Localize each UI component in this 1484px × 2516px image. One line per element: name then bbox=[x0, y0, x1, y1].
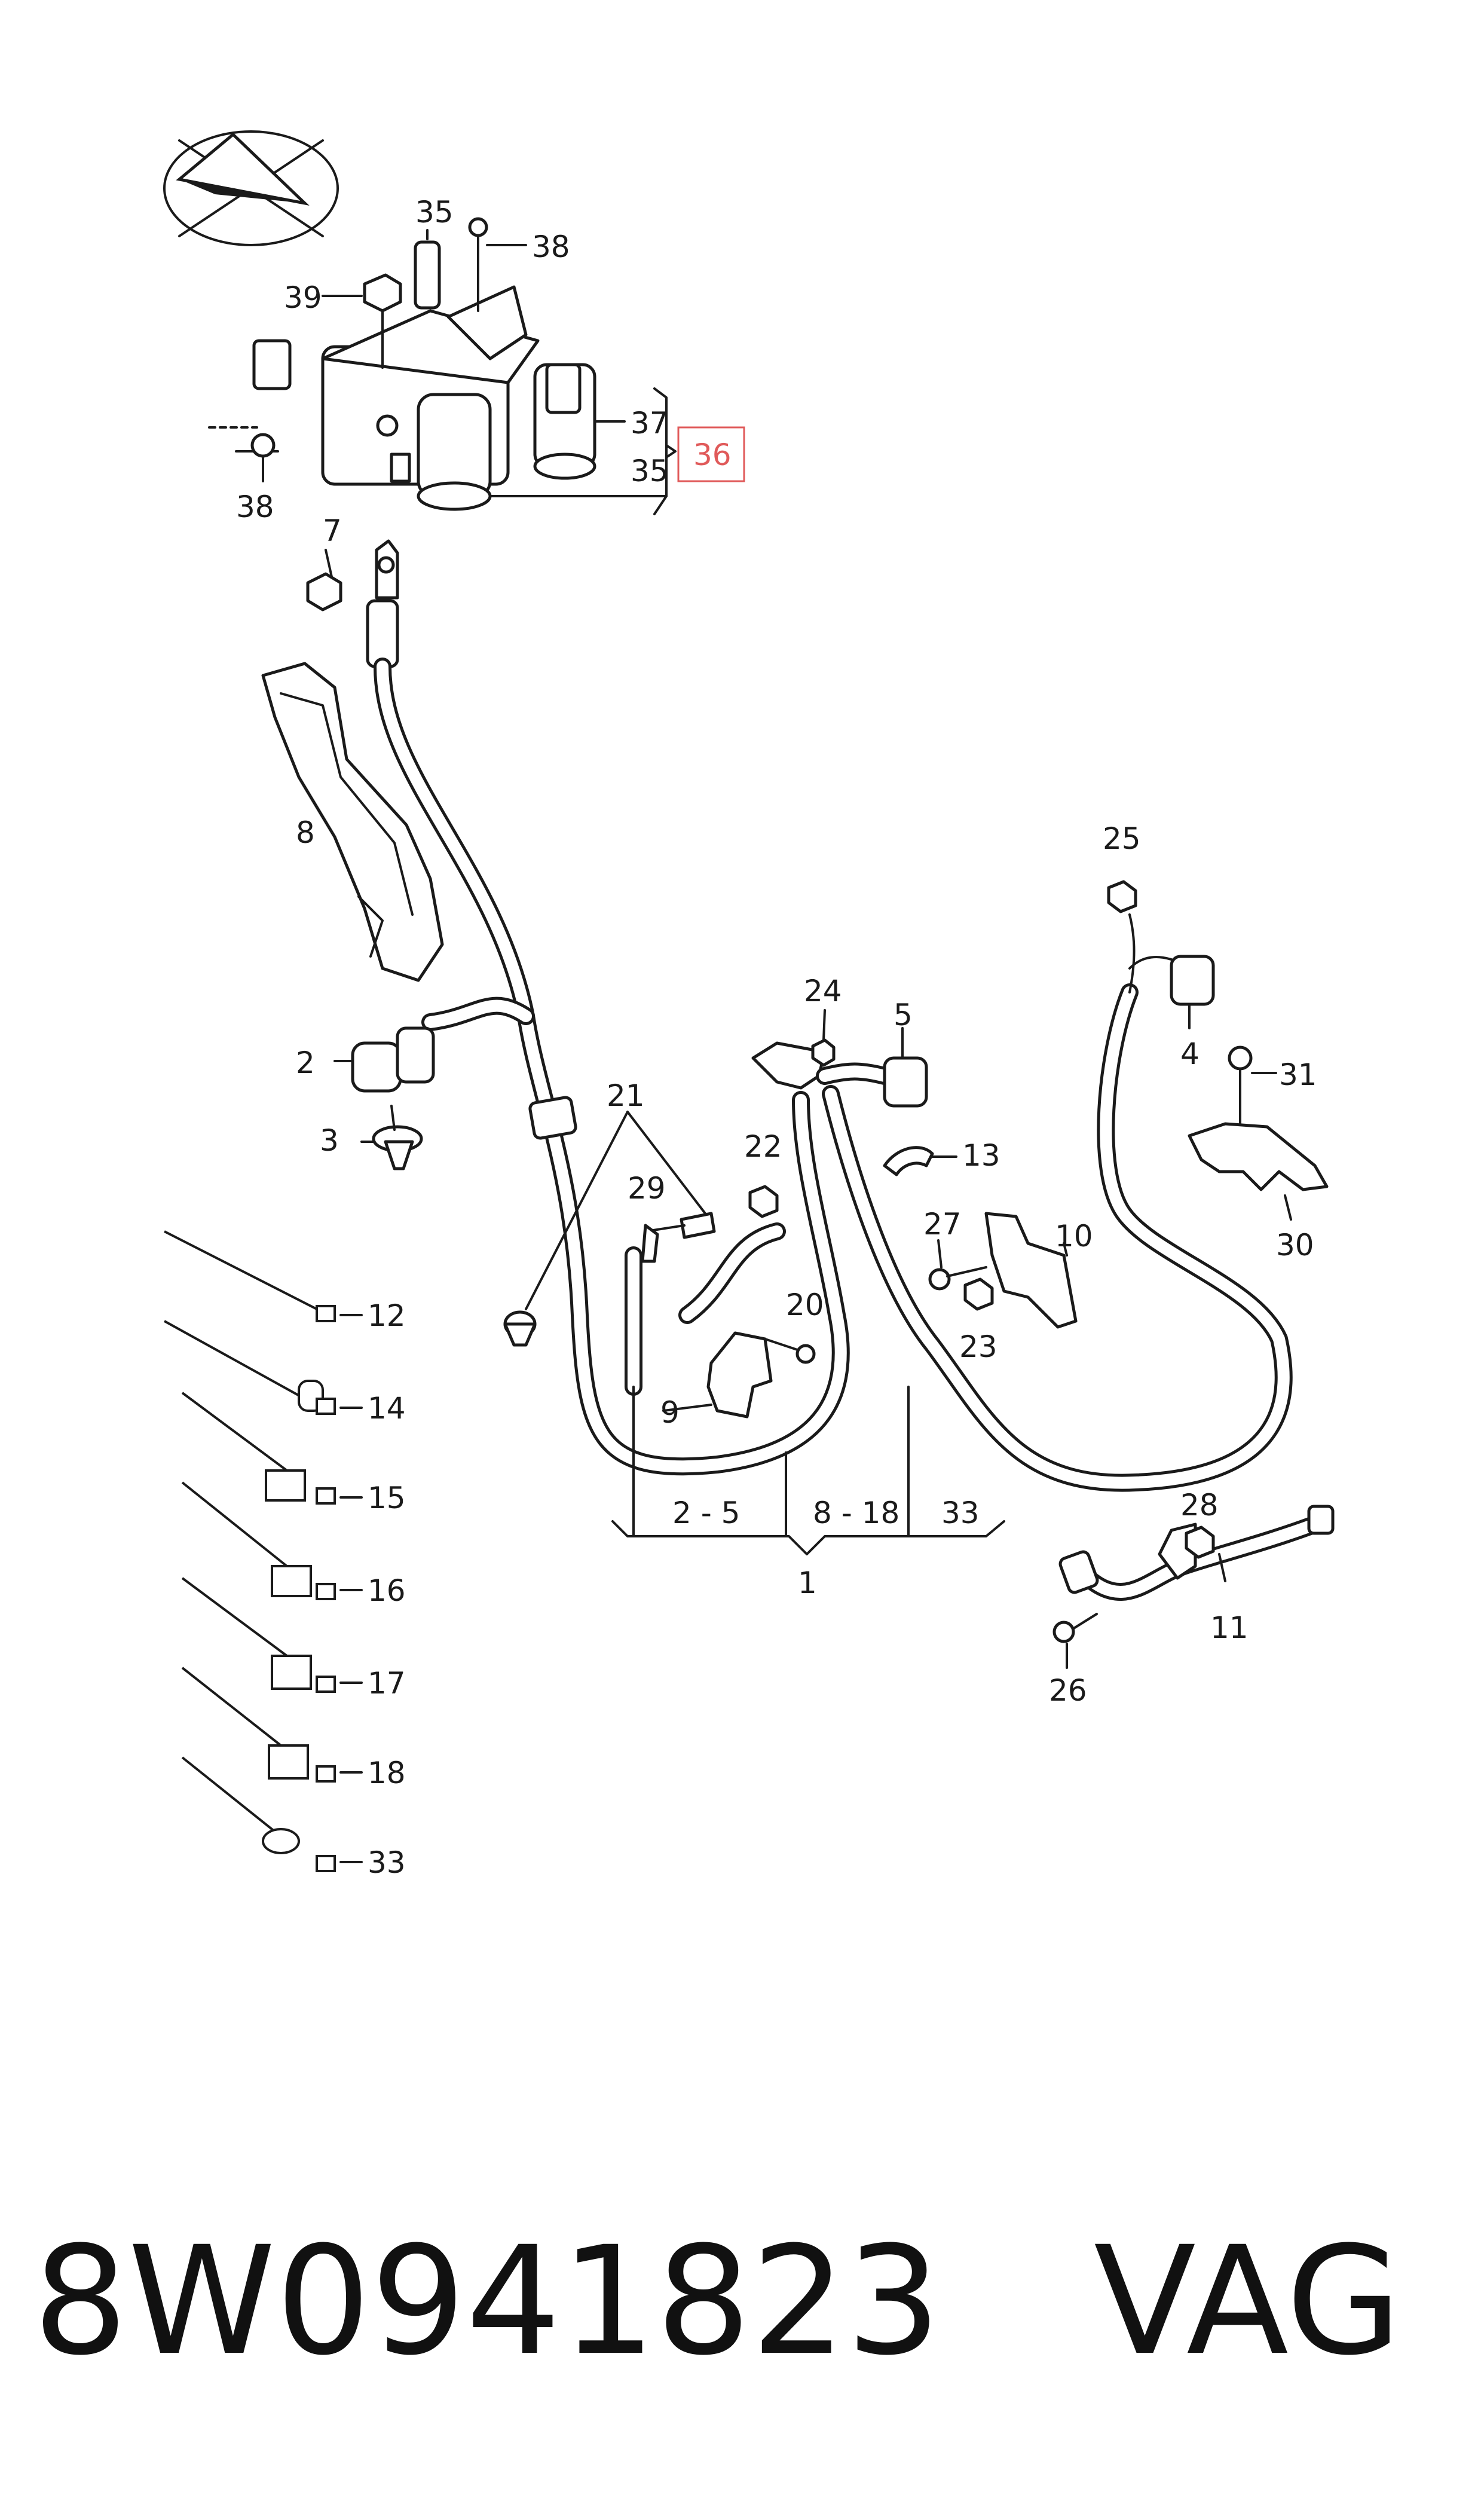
label-38-left: 38 bbox=[236, 490, 274, 524]
cable-tie-12 bbox=[164, 1230, 363, 1322]
range-bracket-1 bbox=[611, 1386, 1005, 1555]
label-35-right: 35 bbox=[631, 454, 669, 488]
label-14: 14 bbox=[368, 1391, 406, 1426]
label-4: 4 bbox=[1180, 1037, 1200, 1071]
terminal-29 bbox=[624, 1222, 786, 1396]
label-37: 37 bbox=[631, 406, 669, 441]
bracket-24 bbox=[751, 1009, 836, 1090]
fuse-holder-assembly bbox=[208, 217, 596, 511]
label-8: 8 bbox=[296, 815, 315, 850]
label-5: 5 bbox=[894, 998, 913, 1032]
part-number: 8W0941823 bbox=[33, 2214, 941, 2388]
bolt-31 bbox=[1228, 1045, 1277, 1125]
main-battery-cable bbox=[374, 658, 850, 1476]
cable-tie-18 bbox=[181, 1667, 363, 1783]
label-13: 13 bbox=[962, 1138, 1000, 1173]
cable-tie-17 bbox=[181, 1577, 363, 1693]
label-3: 3 bbox=[320, 1123, 339, 1158]
leader-lines-top bbox=[322, 229, 677, 515]
label-16: 16 bbox=[368, 1573, 406, 1608]
label-36: 36 bbox=[693, 438, 732, 472]
label-range-2-5: 2 - 5 bbox=[672, 1496, 740, 1530]
bracket-9 bbox=[706, 1331, 773, 1419]
bolt-27 bbox=[928, 1239, 987, 1291]
label-range-8-18: 8 - 18 bbox=[813, 1496, 899, 1530]
label-33-tie: 33 bbox=[368, 1845, 406, 1880]
label-27: 27 bbox=[923, 1207, 962, 1242]
label-26: 26 bbox=[1049, 1673, 1087, 1708]
clip-3 bbox=[360, 1105, 423, 1170]
part-labels: 35 38 39 38 37 35 36 7 8 2 3 21 29 22 24… bbox=[236, 195, 1317, 1880]
label-15: 15 bbox=[368, 1481, 406, 1515]
bolt-26 bbox=[1052, 1613, 1098, 1669]
label-7: 7 bbox=[323, 513, 342, 548]
label-24: 24 bbox=[804, 974, 842, 1008]
nut-23 bbox=[963, 1277, 994, 1311]
label-38-top: 38 bbox=[532, 230, 570, 264]
label-30: 30 bbox=[1276, 1228, 1314, 1262]
nut-22 bbox=[748, 1185, 779, 1218]
label-9: 9 bbox=[660, 1395, 680, 1430]
cable-tie-14 bbox=[164, 1320, 363, 1415]
label-11: 11 bbox=[1210, 1610, 1249, 1645]
label-18: 18 bbox=[368, 1756, 406, 1790]
label-12: 12 bbox=[368, 1298, 406, 1333]
cable-tie-33 bbox=[181, 1756, 363, 1872]
connector-2 bbox=[333, 1026, 435, 1093]
cable-cover-8 bbox=[261, 662, 444, 982]
label-23: 23 bbox=[959, 1329, 998, 1364]
clip-13 bbox=[883, 1146, 934, 1176]
cable-tie-16 bbox=[181, 1481, 363, 1600]
label-range-33: 33 bbox=[941, 1496, 980, 1530]
connector-5 bbox=[816, 1027, 928, 1108]
orientation-compass-icon bbox=[163, 130, 339, 246]
label-2: 2 bbox=[296, 1045, 315, 1080]
bolt-20 bbox=[764, 1338, 816, 1364]
label-17: 17 bbox=[368, 1666, 406, 1701]
brand-name: VAG bbox=[1094, 2214, 1402, 2388]
cable-tie-15 bbox=[181, 1392, 363, 1505]
ground-strap-7 bbox=[306, 539, 399, 668]
highlight-box-36 bbox=[677, 426, 745, 482]
nut-25 bbox=[1107, 880, 1137, 913]
label-20: 20 bbox=[786, 1288, 824, 1322]
label-35-top: 35 bbox=[415, 195, 454, 230]
wiring-harness-diagram: 35 38 39 38 37 35 36 7 8 2 3 21 29 22 24… bbox=[163, 130, 1335, 1880]
bracket-30 bbox=[1188, 1122, 1329, 1191]
connector-4 bbox=[1170, 955, 1215, 1029]
nut-28 bbox=[1185, 1526, 1215, 1559]
label-39: 39 bbox=[284, 280, 322, 315]
label-25: 25 bbox=[1103, 821, 1141, 856]
bracket-10 bbox=[984, 1212, 1078, 1329]
label-1: 1 bbox=[798, 1566, 817, 1600]
label-22: 22 bbox=[744, 1129, 782, 1164]
label-28: 28 bbox=[1180, 1488, 1219, 1523]
label-29: 29 bbox=[628, 1171, 666, 1206]
label-21: 21 bbox=[607, 1078, 645, 1113]
label-10: 10 bbox=[1055, 1219, 1093, 1254]
label-31: 31 bbox=[1279, 1057, 1317, 1092]
